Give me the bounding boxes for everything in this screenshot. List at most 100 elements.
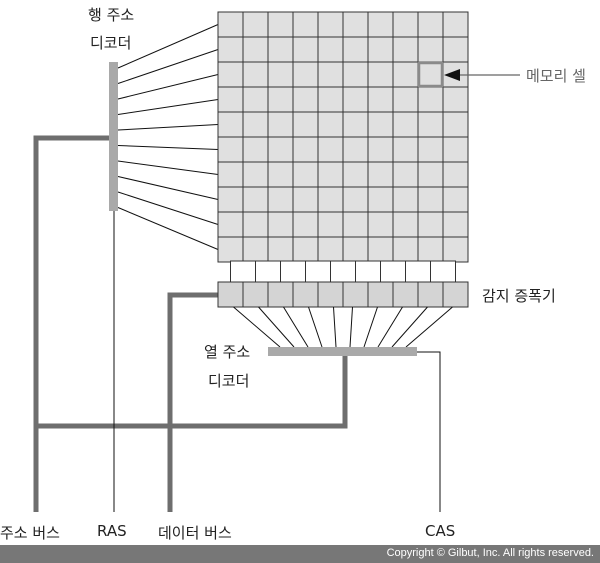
memory-cell [217, 111, 244, 138]
memory-cell [342, 86, 369, 113]
sense-amplifier-cell [217, 281, 244, 308]
memory-cell [217, 11, 244, 38]
memory-cell [292, 111, 319, 138]
memory-cell [292, 236, 319, 263]
sense-amplifier-cell [267, 281, 294, 308]
memory-cell [367, 186, 394, 213]
memory-cell [292, 11, 319, 38]
memory-cell [392, 136, 419, 163]
sense-amplifier-cell [242, 281, 269, 308]
memory-cell [342, 36, 369, 63]
memory-cell [417, 136, 444, 163]
bit-line-connector [380, 260, 406, 283]
cas-line [417, 351, 441, 512]
column-select-line [349, 306, 353, 348]
row-decoder-bar [109, 62, 118, 211]
memory-cell [317, 161, 344, 188]
memory-cell [417, 11, 444, 38]
memory-cell [292, 186, 319, 213]
memory-cell [292, 86, 319, 113]
memory-cell [442, 86, 469, 113]
memory-cell [317, 111, 344, 138]
memory-cell-label: 메모리 셀 [526, 67, 586, 85]
memory-cell [392, 211, 419, 238]
memory-cell [292, 36, 319, 63]
sense-amplifier-cell [417, 281, 444, 308]
memory-cell [442, 136, 469, 163]
memory-cell [267, 36, 294, 63]
memory-cell [342, 136, 369, 163]
memory-cell [367, 36, 394, 63]
memory-cell [317, 211, 344, 238]
footer-bar: Copyright © Gilbut, Inc. All rights rese… [0, 545, 600, 563]
memory-cell [267, 11, 294, 38]
memory-cell [242, 36, 269, 63]
arrow-icon [444, 69, 460, 81]
memory-cell [292, 136, 319, 163]
memory-cell [317, 86, 344, 113]
memory-cell [367, 86, 394, 113]
memory-cell [242, 211, 269, 238]
column-decoder-bar [268, 347, 417, 356]
memory-cell [392, 61, 419, 88]
bit-line-connector [405, 260, 431, 283]
address-bus-col-line [36, 356, 348, 429]
bit-line-connector [430, 260, 456, 283]
row-select-line [117, 145, 219, 150]
memory-cell [442, 36, 469, 63]
address-bus-line [33, 135, 109, 512]
memory-cell [342, 11, 369, 38]
memory-cell [342, 186, 369, 213]
column-select-line [333, 306, 337, 348]
memory-cell [367, 61, 394, 88]
memory-cell [267, 186, 294, 213]
memory-cell [442, 211, 469, 238]
highlighted-memory-cell [417, 61, 444, 88]
memory-cell [392, 86, 419, 113]
column-select-line [283, 306, 309, 348]
memory-cell [442, 186, 469, 213]
memory-cell [417, 161, 444, 188]
bit-line-connector [330, 260, 356, 283]
memory-cell [417, 36, 444, 63]
column-select-line [363, 306, 378, 348]
memory-cell [342, 111, 369, 138]
memory-cell [392, 11, 419, 38]
memory-cell [217, 36, 244, 63]
row-decoder-label-1: 행 주소 [88, 6, 135, 24]
memory-cell [317, 186, 344, 213]
row-select-line [117, 207, 219, 250]
sense-amplifier-cell [342, 281, 369, 308]
memory-cell [367, 111, 394, 138]
memory-cell [242, 86, 269, 113]
sense-amplifier-cell [442, 281, 469, 308]
memory-cell [367, 136, 394, 163]
memory-cell [267, 86, 294, 113]
column-select-line [405, 306, 453, 348]
bit-line-connector [280, 260, 306, 283]
memory-cell [392, 236, 419, 263]
memory-cell [267, 136, 294, 163]
memory-cell [317, 11, 344, 38]
memory-cell [242, 11, 269, 38]
memory-cell [292, 211, 319, 238]
memory-cell [342, 161, 369, 188]
memory-cell [217, 211, 244, 238]
memory-cell [267, 211, 294, 238]
memory-cell [392, 111, 419, 138]
copyright-text: Copyright © Gilbut, Inc. All rights rese… [386, 547, 594, 559]
row-select-line [117, 24, 219, 69]
memory-cell [392, 186, 419, 213]
col-decoder-label-2: 디코더 [208, 372, 250, 390]
sense-amplifier-cell [292, 281, 319, 308]
memory-cell [342, 236, 369, 263]
memory-cell [267, 236, 294, 263]
row-select-line [117, 49, 219, 84]
memory-cell [417, 86, 444, 113]
sense-amp-label: 감지 증폭기 [482, 287, 556, 305]
memory-cell [242, 61, 269, 88]
memory-cell [267, 161, 294, 188]
memory-cell [217, 236, 244, 263]
memory-cell [242, 186, 269, 213]
